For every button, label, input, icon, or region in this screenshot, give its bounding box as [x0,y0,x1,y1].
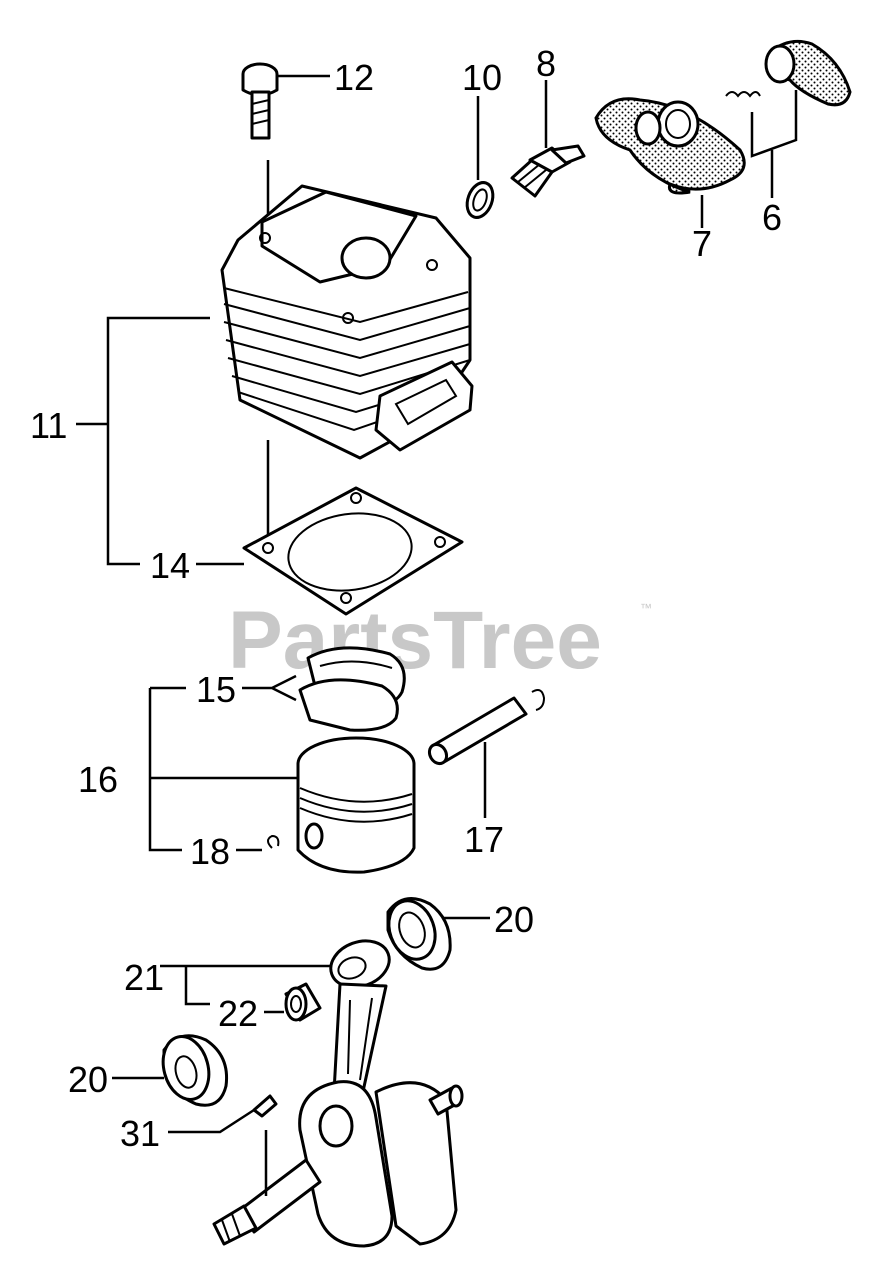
callout-14: 14 [150,545,190,586]
callout-16: 16 [78,759,118,800]
callout-11: 11 [30,405,67,446]
part-14-gasket [196,486,464,616]
callout-15: 15 [196,669,236,710]
part-15-piston-rings [242,646,406,732]
part-31-key [168,1094,278,1196]
part-20-bearing-upper [386,897,490,971]
part-8-spark-plug [510,80,586,198]
callout-labels: 12 10 8 7 6 11 14 15 16 17 18 20 21 22 2… [30,43,782,1154]
watermark: PartsTree ™ [228,595,652,686]
callout-20-lower: 20 [68,1059,108,1100]
part-17-piston-pin [427,689,546,818]
callout-18: 18 [190,831,230,872]
watermark-text: PartsTree [228,595,602,686]
callout-17: 17 [464,819,504,860]
callout-8: 8 [536,43,556,84]
part-6-connector [725,39,852,198]
callout-20-upper: 20 [494,899,534,940]
callout-6: 6 [762,197,782,238]
part-10-washer [465,181,495,219]
part-11-cylinder [76,184,474,566]
watermark-trademark: ™ [640,601,652,615]
part-16-piston [148,686,416,874]
callout-10: 10 [462,57,502,98]
part-12-bolt [241,62,279,235]
callout-21: 21 [124,957,164,998]
part-20-bearing-lower [112,1034,229,1107]
callout-7: 7 [692,223,712,264]
part-21-crankshaft [160,939,464,1248]
part-22-needle-bearing [264,982,322,1022]
callout-12: 12 [334,57,374,98]
callout-22: 22 [218,993,258,1034]
callout-31: 31 [120,1113,160,1154]
part-7-cap [594,97,746,228]
